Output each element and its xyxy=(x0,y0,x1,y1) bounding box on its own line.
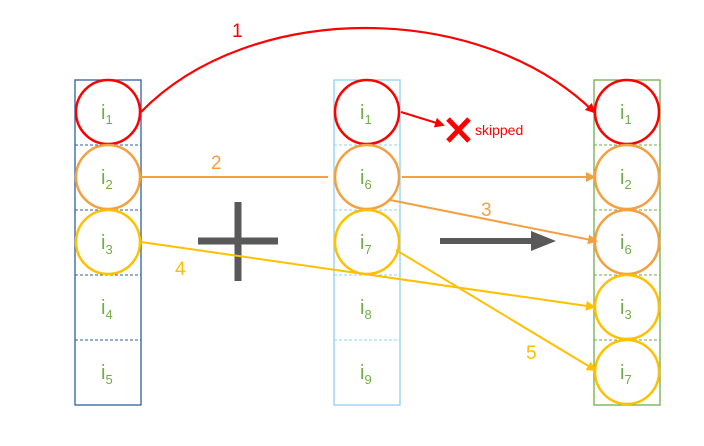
middle-item-2-label: i6 xyxy=(360,167,372,192)
step-1-label: 1 xyxy=(232,21,243,42)
step-5-arrow xyxy=(395,249,597,372)
middle-item-3-subscript: 7 xyxy=(364,242,371,257)
left-item-3-subscript: 3 xyxy=(105,242,112,257)
right-item-3-main: i xyxy=(620,232,624,254)
right-item-1-label: i1 xyxy=(620,102,632,127)
skip-arrow xyxy=(400,111,445,128)
left-item-4-label: i4 xyxy=(101,297,113,322)
middle-item-1-subscript: 1 xyxy=(364,112,371,127)
left-item-3-main: i xyxy=(101,232,105,254)
step-5-label: 5 xyxy=(526,343,537,364)
left-item-3-label: i3 xyxy=(101,232,113,257)
left-item-2-subscript: 2 xyxy=(105,177,112,192)
step-1-arrow xyxy=(140,26,596,114)
middle-item-4-label: i8 xyxy=(360,297,372,322)
middle-item-1-label: i1 xyxy=(360,102,372,127)
middle-item-3-main: i xyxy=(360,232,364,254)
left-item-2-label: i2 xyxy=(101,167,113,192)
step-2-label: 2 xyxy=(211,153,222,174)
right-item-5-label: i7 xyxy=(620,362,632,387)
right-item-5-subscript: 7 xyxy=(624,372,631,387)
right-item-5-circle xyxy=(593,338,661,406)
middle-item-2-main: i xyxy=(360,167,364,189)
left-item-4-main: i xyxy=(101,297,105,319)
left-item-1-label: i1 xyxy=(101,102,113,127)
skipped-x-icon xyxy=(446,117,471,143)
left-item-4-subscript: 4 xyxy=(105,307,112,322)
right-item-5-main: i xyxy=(620,362,624,384)
left-item-1-main: i xyxy=(101,102,105,124)
middle-item-5-label: i9 xyxy=(360,362,372,387)
middle-item-4-subscript: 8 xyxy=(364,307,371,322)
right-item-4-subscript: 3 xyxy=(624,307,631,322)
skipped-label: skipped xyxy=(475,122,523,138)
right-item-3-subscript: 6 xyxy=(624,242,631,257)
right-item-2-subscript: 2 xyxy=(624,177,631,192)
right-item-1-main: i xyxy=(620,102,624,124)
left-item-3-circle xyxy=(74,208,142,276)
left-item-2-main: i xyxy=(101,167,105,189)
right-item-2-label: i2 xyxy=(620,167,632,192)
middle-item-5-subscript: 9 xyxy=(364,372,371,387)
right-item-2-main: i xyxy=(620,167,624,189)
left-item-5-label: i5 xyxy=(101,362,113,387)
left-item-1-subscript: 1 xyxy=(105,112,112,127)
step-4-label: 4 xyxy=(175,259,186,280)
middle-item-5-main: i xyxy=(360,362,364,384)
right-item-1-subscript: 1 xyxy=(624,112,631,127)
right-item-3-label: i6 xyxy=(620,232,632,257)
middle-item-3-label: i7 xyxy=(360,232,372,257)
middle-item-1-main: i xyxy=(360,102,364,124)
step-3-arrow xyxy=(389,199,598,245)
step-3-label: 3 xyxy=(481,200,492,221)
left-item-5-subscript: 5 xyxy=(105,372,112,387)
left-item-5-main: i xyxy=(101,362,105,384)
plus-icon xyxy=(198,202,278,281)
right-arrow-icon xyxy=(440,231,556,251)
middle-item-3-circle xyxy=(333,208,401,276)
right-item-4-main: i xyxy=(620,297,624,319)
right-item-4-label: i3 xyxy=(620,297,632,322)
middle-item-4-main: i xyxy=(360,297,364,319)
middle-item-2-subscript: 6 xyxy=(364,177,371,192)
